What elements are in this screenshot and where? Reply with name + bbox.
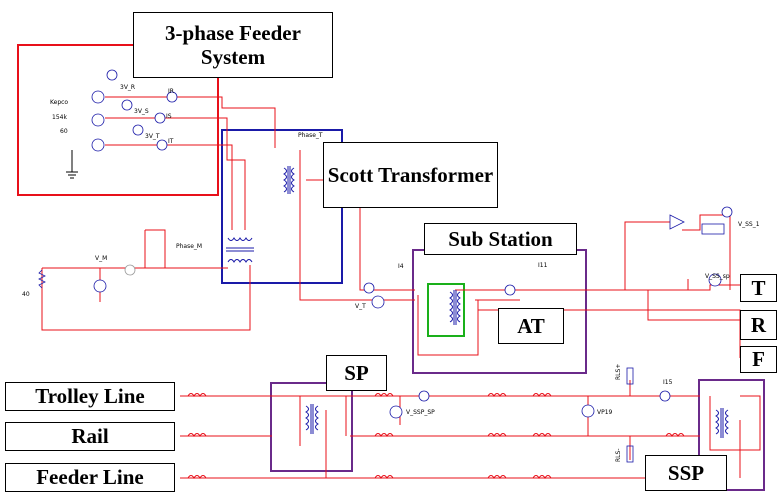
- vsspsp-label: V_SSP_SP: [406, 409, 435, 416]
- terminal-r-label: R: [740, 310, 777, 340]
- at-box: [427, 283, 465, 337]
- vp19-label: VP19: [597, 409, 613, 416]
- kepco-label: Kepco: [50, 99, 68, 106]
- i11-label: I11: [538, 262, 548, 269]
- feeder-system-label: 3-phase Feeder System: [133, 12, 333, 78]
- terminal-t-label: T: [740, 274, 777, 302]
- it-label: IT: [168, 138, 174, 145]
- rail-label: Rail: [5, 422, 175, 451]
- i4-label: I4: [398, 263, 404, 270]
- phase-t-label: Phase_T: [298, 132, 323, 139]
- line-inductors: [187, 393, 685, 479]
- rls2-label: RLS-: [615, 449, 622, 463]
- is-label: IS: [166, 113, 172, 120]
- scott-transformer-label: Scott Transformer: [323, 142, 498, 208]
- vt-label: V_T: [355, 303, 366, 310]
- v3r-label: 3V_R: [120, 84, 135, 91]
- substation-label: Sub Station: [424, 223, 577, 255]
- hz60-label: 60: [60, 128, 68, 135]
- resistors: [38, 214, 725, 463]
- v3s-label: 3V_S: [134, 108, 149, 115]
- r40-label: 40: [22, 291, 30, 298]
- ssp-label: SSP: [645, 455, 727, 491]
- vm-label: V_M: [95, 255, 107, 262]
- sp-box: [270, 382, 353, 472]
- meters: [91, 69, 733, 419]
- feeder-line-label: Feeder Line: [5, 463, 175, 492]
- vss1-label: V_SS_1: [738, 221, 760, 228]
- ir-label: IR: [168, 88, 174, 95]
- sp-label: SP: [326, 355, 387, 391]
- ssp-box: [698, 379, 765, 491]
- ground-symbol: [66, 150, 78, 179]
- transformer-windings: [226, 166, 729, 438]
- vsssp-label: V_SS_sp: [705, 273, 730, 280]
- i15-label: I15: [663, 379, 673, 386]
- terminal-f-label: F: [740, 346, 777, 373]
- phase-m-label: Phase_M: [176, 243, 202, 250]
- trolley-line-label: Trolley Line: [5, 382, 175, 411]
- rls-label: RLS+: [615, 364, 622, 380]
- feeder-system-box: [17, 44, 219, 196]
- at-label: AT: [498, 308, 564, 344]
- k154-label: 154k: [52, 114, 67, 121]
- v3t-label: 3V_T: [145, 133, 160, 140]
